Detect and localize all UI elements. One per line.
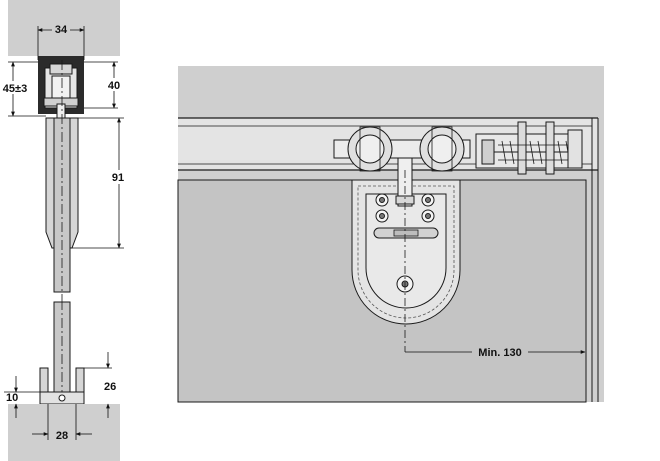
front-view: Min. 130 <box>177 66 604 403</box>
dimension-40: 40 <box>84 61 124 109</box>
ceiling-plate <box>38 56 84 62</box>
roller-carriage <box>333 126 471 172</box>
door-leaf-upper <box>45 60 79 300</box>
dimension-min-130: Min. 130 <box>405 344 586 359</box>
dimension-91: 91 <box>72 117 130 249</box>
dimension-10: 10 <box>4 376 40 418</box>
dimension-40-label: 40 <box>108 80 120 92</box>
track-profile <box>38 60 84 119</box>
side-section-view: 34 45±3 40 91 <box>1 0 130 461</box>
roller-right <box>419 126 465 172</box>
dimension-min-130-label: Min. 130 <box>478 347 521 359</box>
floor-block <box>8 404 120 461</box>
dimension-26-label: 26 <box>104 381 116 393</box>
door-clamp-plate <box>351 153 461 352</box>
dimension-91-label: 91 <box>112 172 124 184</box>
damper-unit <box>475 121 583 175</box>
dimension-10-label: 10 <box>6 392 18 404</box>
dimension-45-label: 45±3 <box>3 83 27 95</box>
dimension-26: 26 <box>84 352 116 418</box>
dimension-28-label: 28 <box>56 430 68 442</box>
dimension-45: 45±3 <box>1 61 46 117</box>
dimension-34: 34 <box>37 22 85 60</box>
roller-left <box>347 126 393 172</box>
dimension-28: 28 <box>32 404 92 442</box>
dimension-34-label: 34 <box>55 24 68 36</box>
